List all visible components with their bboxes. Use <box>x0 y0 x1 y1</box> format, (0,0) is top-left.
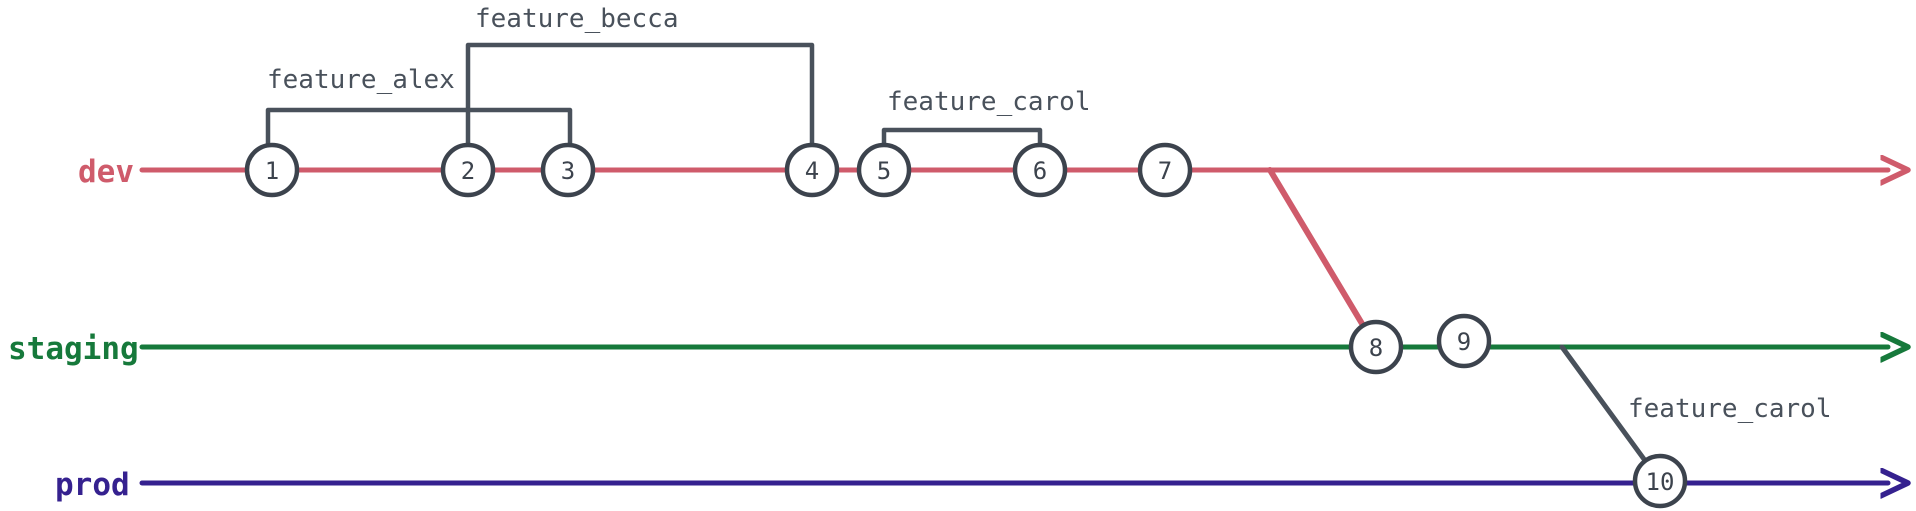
commit-node-6[interactable]: 6 <box>1012 142 1068 198</box>
feature-bracket-feature_becca: feature_becca <box>465 4 815 173</box>
feature-bracket-feature_alex: feature_alex <box>265 65 573 173</box>
commit-nodes-group: 1 2 3 4 5 6 <box>244 142 1688 509</box>
commit-circle[interactable] <box>784 142 840 198</box>
commit-label: 5 <box>877 157 891 185</box>
feature-bracket-path <box>265 107 573 173</box>
feature-label-carol-top: feature_carol <box>887 87 1091 117</box>
commit-label: 2 <box>461 157 475 185</box>
branch-label-prod: prod <box>55 467 130 503</box>
commit-label: 3 <box>561 157 575 185</box>
commit-node-10[interactable]: 10 <box>1632 453 1688 509</box>
commit-label: 8 <box>1369 334 1383 362</box>
commit-circle[interactable] <box>244 142 300 198</box>
branch-label-dev: dev <box>78 154 134 190</box>
commit-circle[interactable] <box>540 142 596 198</box>
commit-circle[interactable] <box>1348 319 1404 375</box>
commit-label: 1 <box>265 157 279 185</box>
merge-edges-group: feature_carol <box>1267 167 1832 484</box>
feature-bracket-path <box>465 42 815 173</box>
commit-node-4[interactable]: 4 <box>784 142 840 198</box>
commit-circle[interactable] <box>856 142 912 198</box>
feature-label-carol-prod: feature_carol <box>1628 394 1832 424</box>
branch-label-staging: staging <box>8 331 139 367</box>
feature-label-alex: feature_alex <box>267 65 455 95</box>
commit-label: 7 <box>1158 157 1172 185</box>
commit-node-9[interactable]: 9 <box>1436 313 1492 369</box>
commit-node-2[interactable]: 2 <box>440 142 496 198</box>
commit-circle[interactable] <box>440 142 496 198</box>
commit-label: 9 <box>1457 328 1471 356</box>
merge-edge-staging-to-prod <box>1559 344 1663 484</box>
feature-label-becca: feature_becca <box>475 4 679 34</box>
commit-label: 10 <box>1646 468 1675 496</box>
commit-circle[interactable] <box>1137 142 1193 198</box>
commit-node-7[interactable]: 7 <box>1137 142 1193 198</box>
commit-circle[interactable] <box>1012 142 1068 198</box>
feature-brackets-group: feature_becca feature_alex feature_carol <box>265 4 1091 173</box>
branch-labels-group: dev staging prod <box>8 154 139 503</box>
commit-circle[interactable] <box>1632 453 1688 509</box>
commit-node-3[interactable]: 3 <box>540 142 596 198</box>
commit-node-5[interactable]: 5 <box>856 142 912 198</box>
commit-circle[interactable] <box>1436 313 1492 369</box>
commit-node-1[interactable]: 1 <box>244 142 300 198</box>
commit-label: 4 <box>805 157 819 185</box>
commit-label: 6 <box>1033 157 1047 185</box>
merge-edge-dev-to-staging <box>1267 167 1379 350</box>
commit-node-8[interactable]: 8 <box>1348 319 1404 375</box>
